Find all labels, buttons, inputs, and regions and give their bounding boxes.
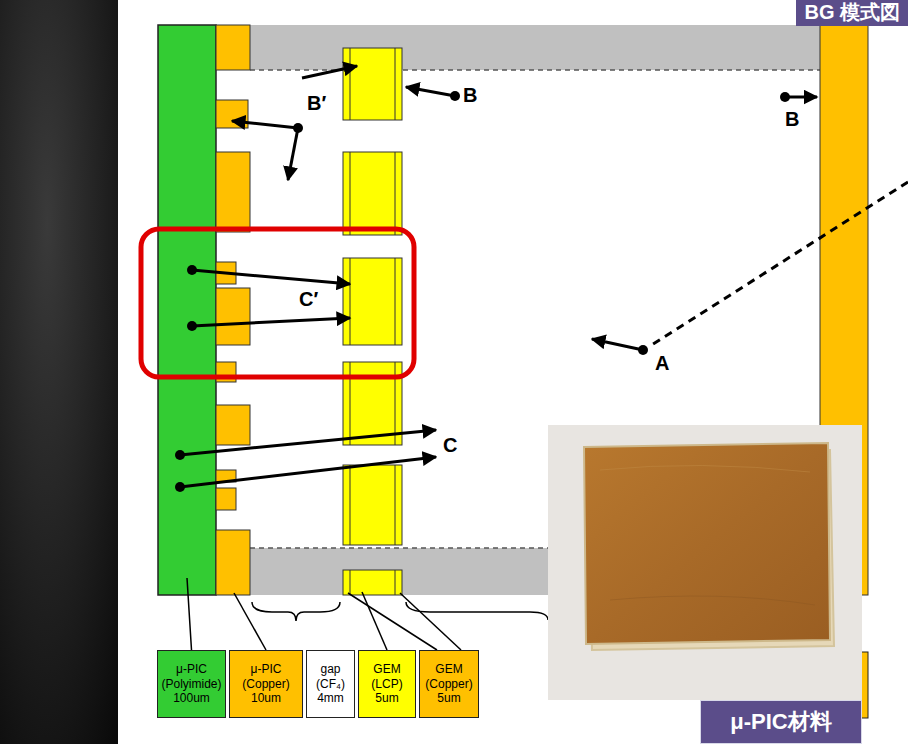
layer-label-box: μ-PIC (Copper) 10um [229,650,303,718]
callout-letter: C′ [298,288,319,310]
frame-bar [250,25,820,70]
layer-label-box: GEM (LCP) 5um [358,650,416,718]
box-text: μ-PIC (Polyimide) 100um [160,662,223,705]
dark-strip [0,0,118,744]
layer-label-box: GEM (Copper) 5um [419,650,479,718]
event-arrows [180,66,817,487]
polyimide-layer [158,25,216,595]
gem-copper-lines [350,48,395,595]
box-text: μ-PIC (Copper) 10um [232,662,300,705]
box-text: GEM (Copper) 5um [422,662,476,705]
highlight-box [141,229,414,377]
box-text: GEM (LCP) 5um [361,662,413,705]
box-text: μ-PIC材料 [730,709,831,735]
callout-letter: B′ [306,92,327,114]
title-text: BG 模式図 [804,0,900,26]
leader-line [362,592,387,650]
callout-letter: B [784,108,800,130]
box-text: gap (CF₄) 4mm [309,662,352,705]
layer-label-box: gap (CF₄) 4mm [306,650,355,718]
photo-caption-box: μ-PIC材料 [700,700,862,744]
particle-track [650,182,908,346]
material-photo [548,425,862,700]
callout-letter: C [442,434,458,456]
drift-brace [406,602,548,620]
callout-letter: B [462,84,478,106]
callout-letter: A [654,352,670,374]
layer-label-box: μ-PIC (Polyimide) 100um [157,650,226,718]
leader-line [187,578,192,650]
leader-line [234,593,266,650]
title-box: BG 模式図 [796,0,908,26]
leader-line [400,593,461,650]
copper-pads [216,25,250,595]
white-ground [118,0,908,744]
gem-foil [343,48,402,595]
gap-brace [252,602,340,621]
leader-line [348,593,437,650]
